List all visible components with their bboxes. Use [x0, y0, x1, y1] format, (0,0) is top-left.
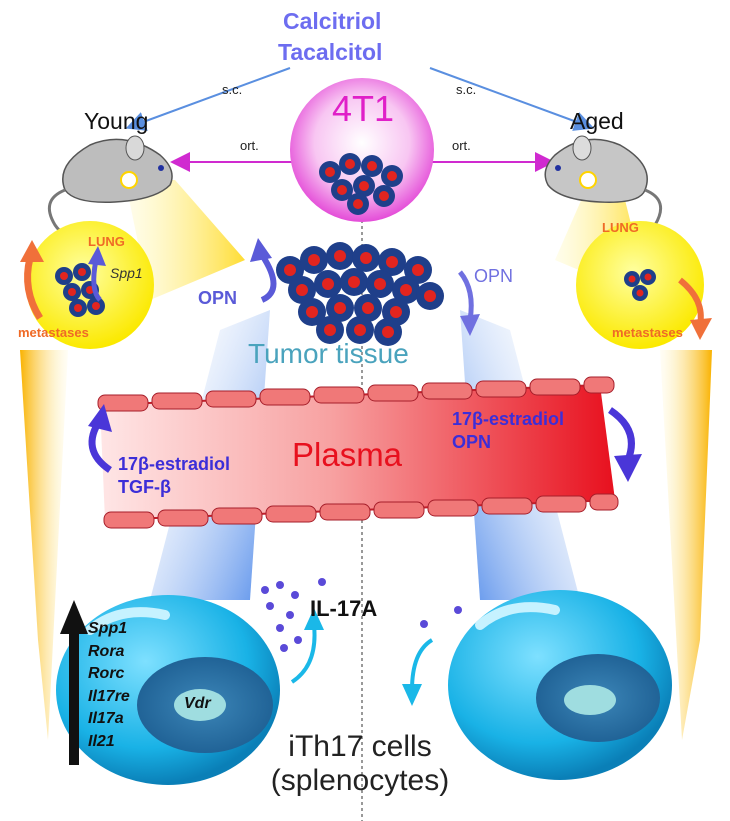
young-spp1-up-arrow — [91, 259, 102, 302]
opn-up-arrow — [259, 253, 277, 303]
plasma-vessel — [97, 376, 619, 529]
left-yellow-beam — [20, 350, 68, 740]
sc-arrow-right — [429, 67, 595, 131]
tumor-model-label: 4T1 — [332, 88, 395, 129]
tumor-tissue-cluster — [276, 242, 444, 346]
gene-item: Rora — [88, 642, 125, 660]
aged-mouse-label: Aged — [570, 108, 624, 134]
cytokine-label: IL-17A — [310, 596, 378, 621]
gene-item: Il21 — [88, 732, 115, 750]
gene-item: Il17a — [88, 710, 124, 727]
aged-ith17-cell — [448, 590, 672, 780]
vdr-label: Vdr — [184, 695, 211, 712]
plasma-right-down-arrow — [607, 407, 635, 462]
tumor-tissue-label: Tumor tissue — [248, 338, 409, 369]
plasma-right-opn: OPN — [452, 432, 492, 452]
il17a-down-arrow — [410, 638, 434, 691]
young-mouse-label: Young — [84, 108, 149, 134]
tumor-model-sphere — [290, 78, 434, 222]
plasma-right-estradiol: 17β-estradiol — [452, 409, 565, 429]
drug-name-tacalcitol: Tacalcitol — [278, 39, 383, 65]
gene-item: Il17re — [88, 687, 130, 705]
route-ort-right: ort. — [452, 138, 471, 153]
plasma-label: Plasma — [292, 436, 403, 473]
gene-list: Spp1 Rora Rorc Il17re Il17a Il21 — [88, 618, 130, 753]
cells-label: iTh17 cells (splenocytes) — [250, 730, 470, 798]
route-sc-left: s.c. — [222, 82, 243, 97]
gene-item: Spp1 — [88, 620, 128, 637]
plasma-left-tgf: TGF-β — [118, 477, 171, 497]
opn-right-label: OPN — [474, 266, 514, 286]
young-lung-label: LUNG — [88, 234, 125, 249]
young-lung-metastases-label: metastases — [18, 325, 89, 340]
route-ort-left: ort. — [240, 138, 259, 153]
sc-arrow-left — [125, 67, 291, 131]
il17a-up-arrow — [290, 624, 317, 684]
route-sc-right: s.c. — [456, 82, 477, 97]
aged-lung-metastases — [624, 269, 656, 301]
young-lung-spp1: Spp1 — [110, 265, 143, 281]
plasma-left-estradiol: 17β-estradiol — [118, 454, 231, 474]
young-metastases-up-arrow — [24, 257, 43, 320]
aged-lung-label: LUNG — [602, 220, 639, 235]
right-yellow-beam — [660, 350, 712, 740]
opn-left-label: OPN — [198, 288, 238, 308]
vessel-wall-top — [97, 376, 615, 412]
aged-lung-metastases-label: metastases — [612, 325, 683, 340]
cells-label-line1: iTh17 cells — [288, 730, 432, 763]
young-ith17-cell — [56, 595, 280, 785]
left-lung-cone — [125, 180, 245, 300]
cells-label-line2: (splenocytes) — [270, 764, 450, 797]
tumor-cluster-small — [319, 153, 403, 215]
drug-name-calcitriol: Calcitriol — [283, 8, 382, 34]
vessel-wall-bottom — [103, 493, 619, 529]
gene-item: Rorc — [88, 665, 125, 682]
young-lung-metastases — [55, 263, 105, 317]
il17a-dots — [261, 578, 462, 652]
